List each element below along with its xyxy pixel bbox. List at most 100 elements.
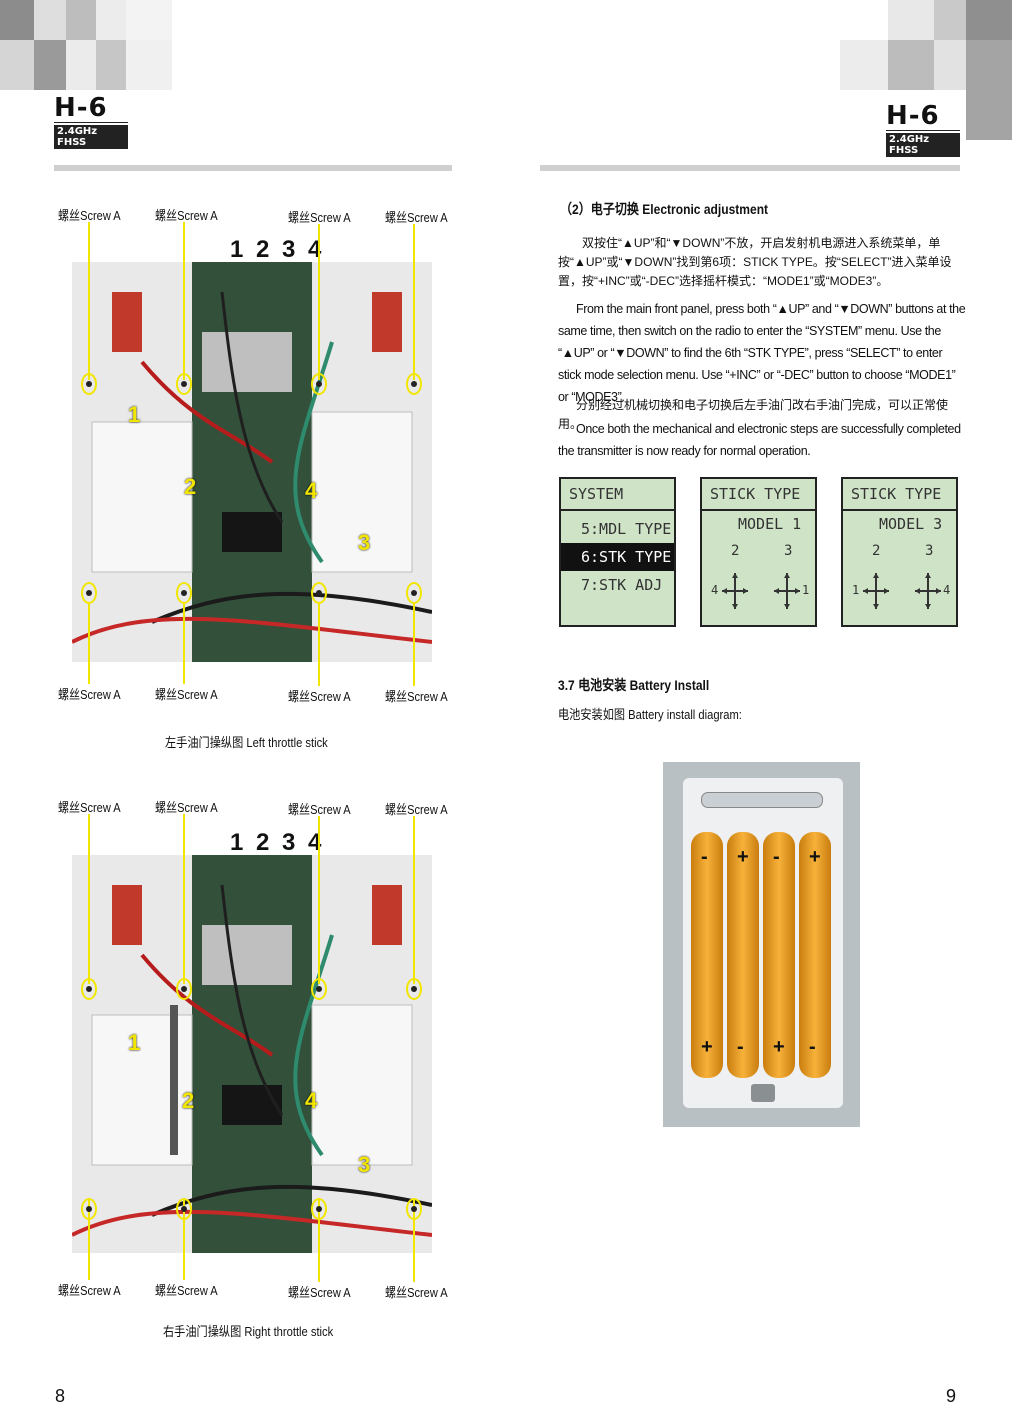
lcd-stick-type-mode1: STICK TYPE MODEL 1 2 3 4 1 — [700, 477, 817, 627]
screw-highlight — [311, 978, 327, 1000]
screw-highlight — [406, 978, 422, 1000]
screw-pointer-line — [183, 604, 185, 684]
screw-label: 螺丝Screw A — [385, 802, 448, 817]
logo-subtitle: 2.4GHz FHSS — [886, 133, 960, 157]
header-square — [934, 0, 966, 40]
screw-highlight — [81, 373, 97, 395]
logo-rule — [886, 130, 960, 131]
battery-polarity-sign: - — [773, 846, 780, 868]
screw-pointer-line — [318, 604, 320, 686]
marker-2: 2 — [184, 474, 197, 499]
screw-highlight — [81, 978, 97, 1000]
screw-label: 螺丝Screw A — [385, 689, 448, 704]
battery-tray: - + - + + - + - — [683, 778, 843, 1108]
battery-section-title: 3.7 电池安装 Battery Install — [558, 677, 710, 693]
lcd-channel-label: 2 — [872, 543, 881, 559]
screw-pointer-line — [318, 816, 320, 984]
header-square — [0, 0, 34, 40]
screw-label: 螺丝Screw A — [155, 687, 218, 702]
stick-cross-icon — [915, 573, 941, 609]
header-divider — [540, 165, 960, 171]
screw-pointer-line — [413, 604, 415, 686]
screw-label: 螺丝Screw A — [58, 1283, 121, 1298]
paragraph-en-2: Once both the mechanical and electronic … — [558, 422, 961, 458]
screw-highlight — [311, 1198, 327, 1220]
screw-label: 螺丝Screw A — [385, 210, 448, 225]
battery-polarity-sign: + — [701, 1036, 713, 1058]
battery-polarity-sign: - — [737, 1036, 744, 1058]
logo-subtitle: 2.4GHz FHSS — [54, 125, 128, 149]
screw-pointer-line — [183, 814, 185, 984]
battery-polarity-sign: + — [809, 846, 821, 868]
stick-cross-icon — [863, 573, 889, 609]
battery-cell — [799, 832, 831, 1078]
screw-pointer-line — [413, 1200, 415, 1282]
lcd-menu-item: 5:MDL TYPE — [581, 520, 672, 538]
lcd-stick-type-mode3: STICK TYPE MODEL 3 2 3 1 4 — [841, 477, 958, 627]
battery-polarity-sign: + — [773, 1036, 785, 1058]
page-number-left: 8 — [55, 1386, 66, 1406]
battery-compartment: - + - + + - + - — [663, 762, 860, 1127]
screw-label: 螺丝Screw A — [58, 800, 121, 815]
marker-2: 2 — [182, 1088, 195, 1113]
figure-caption: 左手油门操纵图 Left throttle stick — [165, 735, 328, 750]
screw-label: 螺丝Screw A — [58, 208, 121, 223]
screw-label: 螺丝Screw A — [385, 1285, 448, 1300]
marker-3: 3 — [358, 1152, 371, 1177]
header-square — [840, 40, 888, 90]
header-square — [66, 40, 96, 90]
lcd-mode-label: MODEL 3 — [879, 515, 943, 533]
screw-pointer-line — [318, 1200, 320, 1282]
logo-title: H-6 — [54, 93, 108, 123]
stick-cross-icon — [774, 573, 800, 609]
lcd-channel-label: 4 — [711, 583, 719, 597]
lcd-system-menu: SYSTEM 5:MDL TYPE 6:STK TYPE 7:STK ADJ — [559, 477, 676, 627]
screw-label: 螺丝Screw A — [155, 800, 218, 815]
right-logo: H-6 2.4GHz FHSS — [886, 102, 960, 157]
section-title: （2）电子切换 Electronic adjustment — [560, 201, 769, 217]
screw-highlight — [81, 582, 97, 604]
header-square — [34, 40, 66, 90]
paragraph-cn-1: 双按住“▲UP”和“▼DOWN”不放，开启发射机电源进入系统菜单，单按“▲UP”… — [558, 236, 952, 288]
channel-numbers: 1 2 3 4 — [230, 236, 325, 263]
screw-highlight — [176, 978, 192, 1000]
screw-label: 螺丝Screw A — [155, 208, 218, 223]
screw-pointer-line — [88, 814, 90, 984]
figure-caption: 右手油门操纵图 Right throttle stick — [163, 1324, 334, 1339]
right-throttle-photo — [72, 855, 432, 1253]
screw-pointer-line — [183, 222, 185, 380]
screw-label: 螺丝Screw A — [155, 1283, 218, 1298]
lcd-channel-label: 1 — [852, 583, 860, 597]
battery-cell — [727, 832, 759, 1078]
lcd-menu-item: 7:STK ADJ — [581, 576, 663, 594]
left-logo: H-6 2.4GHz FHSS — [54, 94, 128, 149]
screw-pointer-line — [183, 1200, 185, 1280]
screw-highlight — [176, 582, 192, 604]
screw-highlight — [176, 1198, 192, 1220]
screw-label: 螺丝Screw A — [288, 689, 351, 704]
lcd-title: STICK TYPE — [702, 479, 815, 511]
header-divider — [54, 165, 452, 171]
screw-label: 螺丝Screw A — [288, 1285, 351, 1300]
screw-highlight — [81, 1198, 97, 1220]
screw-pointer-line — [88, 222, 90, 380]
screw-pointer-line — [88, 1200, 90, 1280]
battery-caption: 电池安装如图 Battery install diagram: — [558, 707, 742, 722]
screw-label: 螺丝Screw A — [288, 802, 351, 817]
channel-numbers: 1 2 3 4 — [230, 829, 325, 856]
paragraph-en-1: From the main front panel, press both “▲… — [558, 302, 966, 404]
header-square — [34, 0, 66, 40]
battery-polarity-sign: + — [737, 846, 749, 868]
screw-highlight — [406, 582, 422, 604]
screw-highlight — [311, 373, 327, 395]
header-square — [96, 0, 126, 40]
marker-4: 4 — [305, 478, 318, 503]
screw-highlight — [406, 373, 422, 395]
logo-title: H-6 — [886, 101, 940, 131]
screw-pointer-line — [413, 224, 415, 380]
header-square — [126, 0, 172, 40]
lcd-channel-label: 4 — [943, 583, 951, 597]
marker-1: 1 — [128, 1030, 141, 1055]
battery-connector — [751, 1084, 775, 1102]
lcd-channel-label: 1 — [802, 583, 810, 597]
